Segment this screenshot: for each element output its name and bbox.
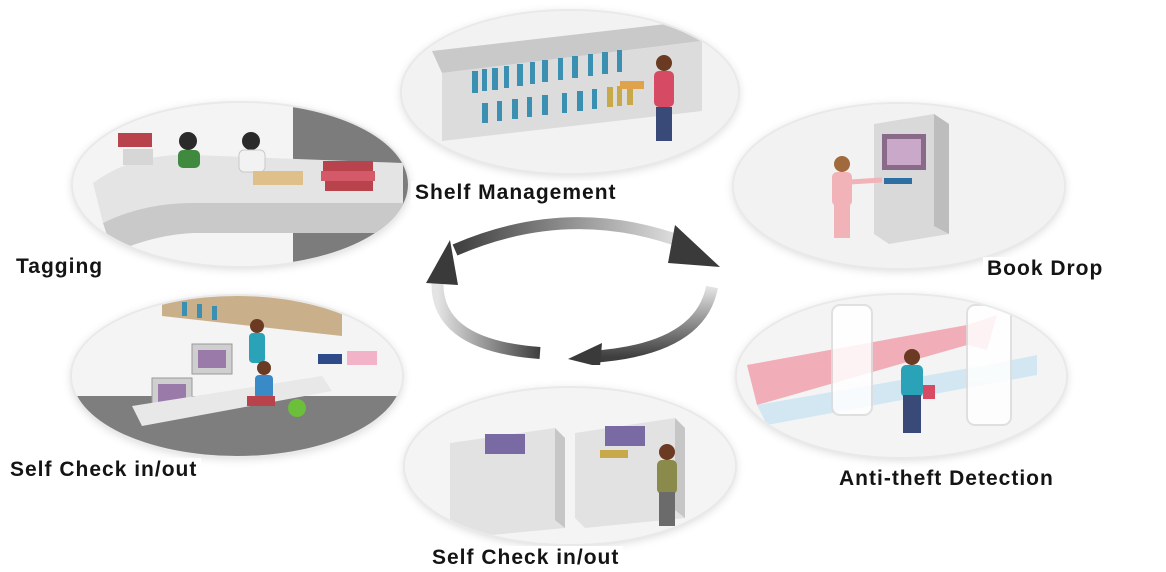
- tagging-label: Tagging: [12, 255, 108, 279]
- bookshelf-scene-icon: [402, 11, 738, 173]
- cycle-arrows-icon: [426, 217, 720, 365]
- book-drop-kiosk-scene-icon: [734, 104, 1064, 268]
- tagging-desk-scene-icon: [73, 103, 408, 266]
- book-drop-illustration: [734, 104, 1064, 268]
- security-gate-scene-icon: [737, 295, 1066, 457]
- shelf-management-label: Shelf Management: [411, 181, 621, 205]
- self-check-bottom-label: Self Check in/out: [428, 546, 624, 570]
- anti-theft-label: Anti-theft Detection: [835, 467, 1058, 491]
- shelf-management-illustration: [402, 11, 738, 173]
- self-check-kiosk-illustration: [405, 388, 735, 544]
- tagging-illustration: [73, 103, 408, 266]
- self-check-kiosk-scene-icon: [405, 388, 735, 544]
- self-check-workstation-illustration: [72, 296, 402, 456]
- book-drop-label: Book Drop: [983, 257, 1108, 281]
- anti-theft-illustration: [737, 295, 1066, 457]
- workstation-scene-icon: [72, 296, 402, 456]
- self-check-left-label: Self Check in/out: [6, 458, 202, 482]
